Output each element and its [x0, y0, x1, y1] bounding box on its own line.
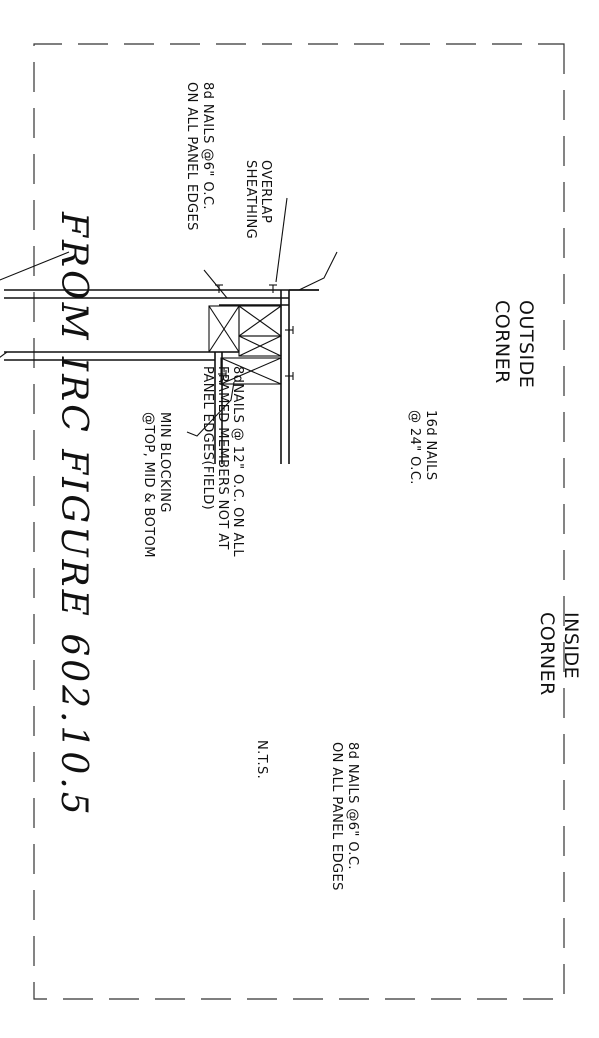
note-nails6-left-2: ON ALL PANEL EDGES	[184, 82, 199, 231]
note-nails6-right-2: ON ALL PANEL EDGES	[329, 742, 344, 891]
note-blocking-1: MIN BLOCKING	[157, 412, 172, 513]
outside-corner-label-1: OUTSIDE	[515, 300, 537, 388]
note-overlap-2: SHEATHING	[243, 160, 258, 239]
outside-corner-detail	[4, 197, 338, 464]
note-blocking-2: @TOP, MID & BOTOM	[141, 412, 156, 558]
outside-corner-label-2: CORNER	[491, 300, 513, 384]
note-nails12-2: FRAMED MEMBERS NOT AT	[215, 366, 230, 550]
inside-corner-label-2: CORNER	[536, 612, 558, 696]
note-nails12-1: 8dNAILS @ 12" O.C. ON ALL	[230, 366, 245, 557]
figure-title: FROM IRC FIGURE 602.10.5	[53, 211, 94, 818]
note-overlap-1: OVERLAP	[258, 160, 273, 223]
note-nails16-2: @ 24" O.C.	[407, 410, 422, 485]
inside-corner-detail	[0, 251, 70, 397]
note-nts: N.T.S.	[254, 740, 269, 779]
note-nails16-1: 16d NAILS	[423, 410, 438, 480]
inside-corner-label-1: INSIDE	[560, 612, 582, 679]
note-nails12-3: PANEL EDGES(FIELD)	[200, 366, 215, 510]
note-nails6-left-1: 8d NAILS @6" O.C.	[200, 82, 215, 210]
note-nails6-right-1: 8d NAILS @6" O.C.	[345, 742, 360, 870]
dashed-border	[33, 43, 565, 1000]
